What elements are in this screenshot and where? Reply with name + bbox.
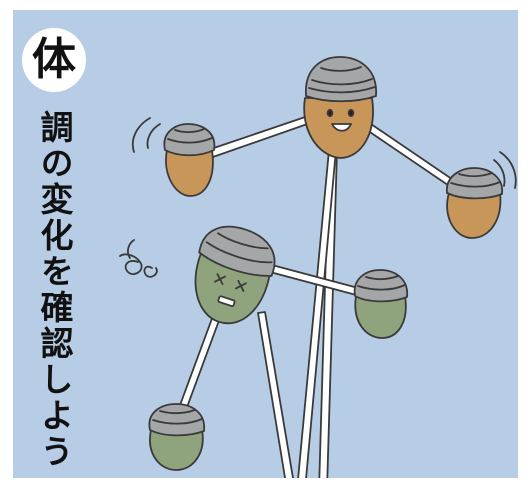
category-badge: 体 [22, 28, 86, 92]
healthy-figure-sticks [207, 113, 469, 478]
sick-right-hand-acorn [353, 269, 408, 339]
sick-left-hand-acorn [148, 403, 205, 471]
dizzy-swirl-icon [119, 239, 158, 278]
vertical-title: 調の変化を確認しよう [35, 110, 74, 470]
badge-character: 体 [32, 34, 76, 85]
sick-acorn-head [194, 225, 276, 325]
healthy-acorn-head [303, 56, 377, 159]
healthy-right-hand-acorn [446, 167, 503, 239]
motion-arcs-right-icon [493, 151, 517, 189]
healthy-left-hand-acorn [163, 123, 216, 197]
motion-arcs-left-icon [131, 117, 161, 153]
sick-figure-sticks [175, 260, 363, 478]
